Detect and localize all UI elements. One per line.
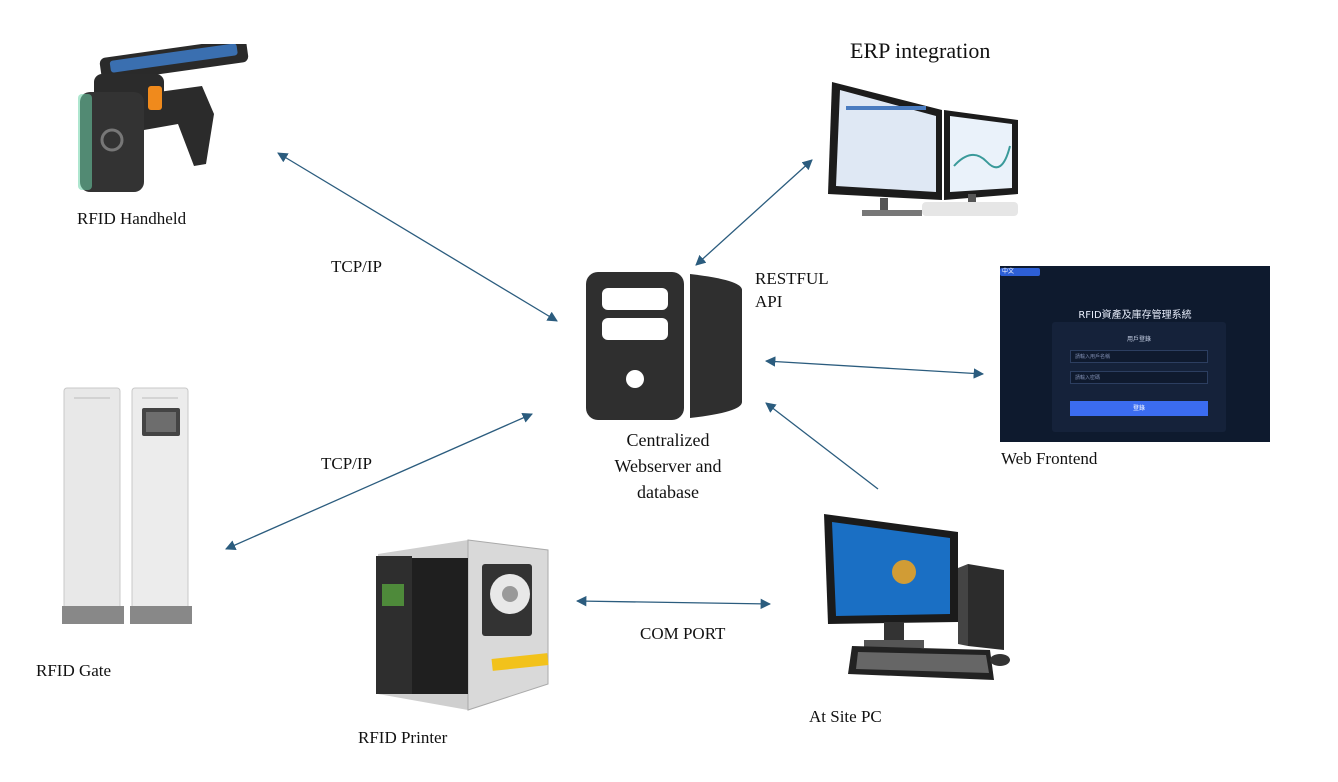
web-frontend-screen: 中文 RFID資產及庫存管理系統 用戶登錄 請輸入用戶名稱 請輸入密碼 登錄 <box>1000 266 1270 442</box>
gate-tcpip-label: TCP/IP <box>321 454 373 473</box>
arrow-printer-pc <box>575 595 772 610</box>
username-field[interactable]: 請輸入用戶名稱 <box>1070 350 1208 363</box>
web-frontend-label: Web Frontend <box>1001 449 1098 468</box>
web-screen-title: RFID資產及庫存管理系統 <box>1078 310 1192 321</box>
rfid-gate-image <box>62 387 192 624</box>
com-port-label: COM PORT <box>640 624 726 643</box>
arrow-gate-server <box>225 413 533 550</box>
password-field[interactable]: 請輸入密碼 <box>1070 371 1208 384</box>
arrow-erp-server <box>695 159 813 266</box>
server-label-line3: database <box>637 482 699 503</box>
rfid-printer-label: RFID Printer <box>358 728 448 747</box>
login-panel: 用戶登錄 請輸入用戶名稱 請輸入密碼 登錄 <box>1052 322 1226 432</box>
server-label-line2: Webserver and <box>614 456 722 477</box>
erp-title: ERP integration <box>850 38 991 63</box>
site-pc-image <box>824 514 1010 680</box>
login-title: 用戶登錄 <box>1126 336 1151 343</box>
login-button[interactable]: 登錄 <box>1070 401 1208 416</box>
handheld-tcpip-label: TCP/IP <box>331 257 383 276</box>
rfid-gate-label: RFID Gate <box>36 661 112 680</box>
restful-api-label-line1: RESTFUL <box>755 269 829 288</box>
arrow-pc-server <box>765 402 879 490</box>
rfid-handheld-label: RFID Handheld <box>77 209 187 228</box>
site-pc-label: At Site PC <box>809 707 882 726</box>
arrow-handheld-server <box>277 152 558 322</box>
server-icon <box>586 272 742 420</box>
restful-api-label: RESTFUL API <box>755 268 829 314</box>
rfid-handheld-image <box>78 44 249 192</box>
arrow-web-server <box>764 356 985 379</box>
erp-monitors-image <box>828 82 1018 216</box>
restful-api-label-line2: API <box>755 291 783 311</box>
language-selector[interactable]: 中文 <box>1000 268 1040 276</box>
server-label-line1: Centralized <box>626 430 710 450</box>
rfid-printer-image <box>376 539 549 711</box>
server-label: Centralized Webserver and database <box>598 427 738 505</box>
